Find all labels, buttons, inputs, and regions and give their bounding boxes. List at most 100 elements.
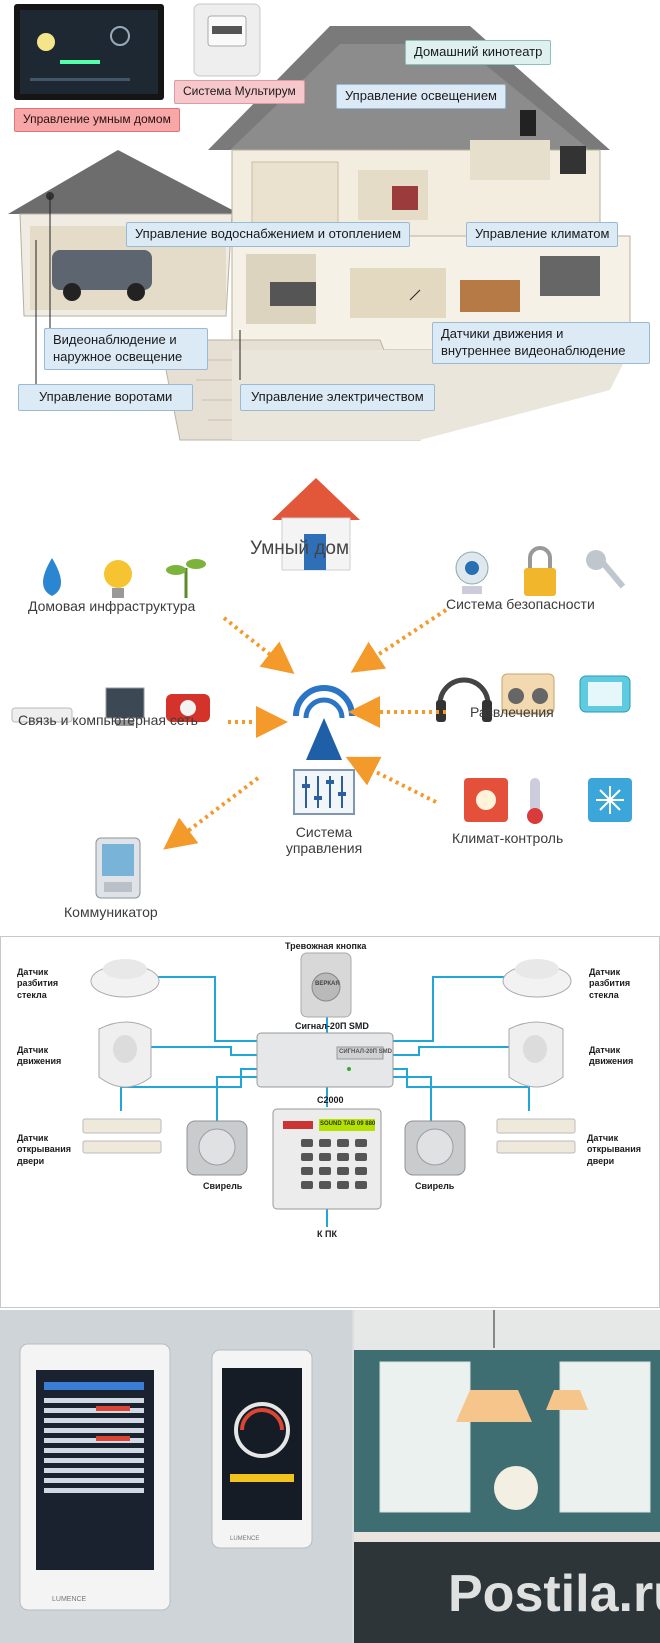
motion-sensor-left	[98, 1021, 152, 1088]
photos-panel: LUMENCE LUMENCE Postila.ru	[0, 1310, 660, 1643]
house-icon	[272, 478, 360, 571]
door-left-line1: Датчик	[17, 1133, 49, 1143]
door-sensor-left	[82, 1118, 162, 1154]
glass-break-left-line3: стекла	[17, 989, 47, 1000]
glass-break-left-line2: разбития	[17, 978, 59, 989]
c2000-label: С2000	[317, 1095, 344, 1105]
glass-break-left-line1: Датчик	[17, 967, 49, 977]
security-system-label: Система безопасности	[446, 596, 595, 612]
signal-hub-device	[256, 1032, 394, 1088]
motion-right-line1: Датчик	[589, 1045, 621, 1055]
flowers	[494, 1466, 538, 1510]
entertainment-label: Развлечения	[470, 704, 554, 720]
climate-control-label: Управление климатом	[466, 222, 619, 247]
glass-break-label-left: Датчик разбития стекла	[17, 967, 58, 1001]
tablet-screen-right	[222, 1368, 302, 1520]
glass-break-sensor-right	[502, 959, 572, 998]
lock-icon	[524, 546, 556, 596]
door-left-line3: двери	[17, 1155, 45, 1166]
key-icon	[586, 550, 626, 589]
control-system-icon	[293, 769, 355, 815]
watermark: Postila.ru	[448, 1565, 660, 1623]
alarm-wiring-panel: Тревожная кнопка ВЕРКАЯ Сигнал-20П SMD С…	[0, 936, 660, 1308]
siren-label-right: Свирель	[415, 1181, 455, 1191]
glass-break-sensor-left	[90, 959, 160, 998]
tablet-brand-right: LUMENCE	[230, 1536, 260, 1542]
photos-collage	[0, 1310, 660, 1643]
multiroom-label: Система Мультирум	[174, 80, 305, 104]
motion-right-line2: движения	[589, 1056, 634, 1067]
telephone-icon	[166, 694, 210, 722]
control-system-line2: управления	[285, 840, 363, 856]
glass-break-label-right: Датчик разбития стекла	[589, 967, 630, 1001]
wires	[120, 976, 530, 1227]
door-right-line1: Датчик	[587, 1133, 619, 1143]
lighting-label: Управление освещением	[336, 84, 506, 109]
siren-label-left: Свирель	[203, 1181, 243, 1191]
c2000-keypad-device	[272, 1108, 382, 1210]
siren-left	[186, 1120, 248, 1176]
smart-home-scheme-panel: Умный дом Домовая инфраструктура Система…	[0, 468, 660, 936]
motion-left-line2: движения	[17, 1056, 62, 1067]
smart-home-control-label: Управление умным домом	[14, 108, 180, 132]
hub-label: Сигнал-20П SMD	[295, 1021, 369, 1031]
hub-face-text: СИГНАЛ-20П SMD	[339, 1049, 392, 1055]
climate-control-label: Климат-контроль	[452, 830, 564, 846]
motion-sensors-label: Датчики движения и внутреннее видеонаблю…	[432, 322, 650, 364]
motion-label-right: Датчик движения	[589, 1045, 633, 1068]
video-surveillance-line1: Видеонаблюдение и	[53, 332, 177, 347]
glass-break-right-line1: Датчик	[589, 967, 621, 977]
video-surveillance-label: Видеонаблюдение и наружное освещение	[44, 328, 208, 370]
keypad-display-text: SOUND TAB 09 880	[320, 1121, 376, 1127]
infrastructure-label: Домовая инфраструктура	[28, 598, 196, 614]
control-system-label: Система управления	[266, 824, 382, 856]
sun-icon	[464, 778, 508, 822]
scheme-graphics	[11, 478, 632, 899]
control-system-line1: Система	[295, 824, 353, 840]
door-right-line3: двери	[587, 1155, 615, 1166]
light-bulb-icon	[104, 560, 132, 598]
door-left-line2: открывания	[17, 1144, 72, 1155]
snowflake-icon	[588, 778, 632, 822]
motion-left-line1: Датчик	[17, 1045, 49, 1055]
car	[52, 250, 152, 290]
motion-sensors-line1: Датчики движения и	[441, 326, 564, 341]
communicator-icon	[95, 837, 141, 899]
radio-icon	[501, 673, 555, 715]
thermometer-icon	[527, 778, 543, 824]
panic-button-device	[300, 952, 352, 1018]
tv-icon	[579, 675, 631, 713]
glass-break-right-line3: стекла	[589, 989, 619, 1000]
gates-control-label: Управление воротами	[18, 384, 194, 411]
webcam-icon	[455, 551, 489, 594]
motion-label-left: Датчик движения	[17, 1045, 61, 1068]
video-surveillance-line2: наружное освещение	[53, 348, 183, 364]
motion-sensors-line2: внутреннее видеонаблюдение	[441, 342, 626, 358]
water-drop-icon	[43, 558, 61, 596]
door-label-left: Датчик открывания двери	[17, 1133, 71, 1167]
door-right-line2: открывания	[587, 1144, 642, 1155]
wiring-diagram	[82, 952, 576, 1227]
garage-roof	[8, 150, 240, 214]
smart-home-title: Умный дом	[250, 538, 350, 559]
motion-sensor-right	[508, 1021, 564, 1088]
electricity-control-label: Управление электричеством	[240, 384, 435, 411]
monitor-icon	[105, 687, 145, 726]
communicator-label: Коммуникатор	[64, 904, 158, 920]
flow-arrows	[163, 608, 448, 850]
house-illustration	[8, 3, 631, 441]
kpk-label: К ПК	[317, 1229, 337, 1239]
network-label: Связь и компьютерная сеть	[18, 712, 198, 728]
door-label-right: Датчик открывания двери	[587, 1133, 641, 1167]
tablet-brand-left: LUMENCE	[52, 1596, 87, 1603]
water-heating-label: Управление водоснабжением и отоплением	[126, 222, 411, 247]
plant-icon	[166, 559, 206, 598]
house-cutaway-panel: Домашний кинотеатр Управление освещением…	[0, 0, 660, 468]
panic-button-badge: ВЕРКАЯ	[315, 981, 340, 987]
pendant-lamp	[456, 1390, 532, 1422]
headphones-icon	[437, 677, 491, 705]
home-theater-label: Домашний кинотеатр	[405, 40, 552, 65]
router-icon	[11, 707, 73, 723]
glass-break-right-line2: разбития	[589, 978, 631, 989]
siren-right	[404, 1120, 466, 1176]
